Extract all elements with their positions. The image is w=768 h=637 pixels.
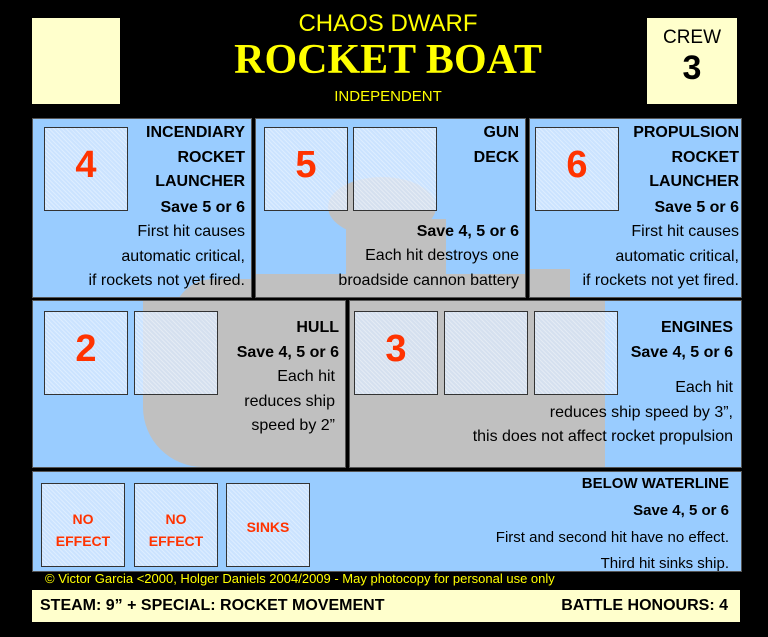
footer-bar: STEAM: 9” + SPECIAL: ROCKET MOVEMENT BAT…: [32, 590, 740, 622]
save-value: Save 5 or 6: [160, 199, 246, 216]
subtitle: CHAOS DWARF: [298, 10, 478, 37]
save-value: Save 5 or 6: [654, 199, 740, 216]
save-value: Save 4, 5 or 6: [630, 344, 733, 361]
box-number: 3: [385, 328, 407, 370]
box-number: 4: [75, 144, 97, 186]
damage-box[interactable]: [134, 311, 218, 395]
box-number: 5: [295, 144, 317, 186]
ship-emblem-box: [32, 18, 120, 104]
location-name: BELOW WATERLINE: [581, 475, 729, 492]
ship-silhouette: [173, 279, 251, 297]
damage-box[interactable]: 6: [535, 127, 619, 211]
ship-silhouette: [530, 269, 570, 297]
damage-box[interactable]: [534, 311, 618, 395]
crew-value: 3: [682, 49, 702, 87]
crew-label: CREW: [662, 27, 722, 48]
effect-text: First and second hit have no effect.Thir…: [495, 529, 729, 572]
damage-box[interactable]: [444, 311, 528, 395]
damage-box[interactable]: 3: [354, 311, 438, 395]
save-value: Save 4, 5 or 6: [416, 223, 519, 240]
location-name: ENGINES: [660, 319, 733, 336]
damage-box[interactable]: 5: [264, 127, 348, 211]
movement: STEAM: 9” + SPECIAL: ROCKET MOVEMENT: [40, 597, 385, 614]
damage-box[interactable]: 4: [44, 127, 128, 211]
box-number: 2: [75, 328, 97, 370]
save-value: Save 4, 5 or 6: [633, 502, 729, 519]
faction: INDEPENDENT: [334, 88, 442, 105]
save-value: Save 4, 5 or 6: [236, 344, 339, 361]
copyright: © Victor Garcia <2000, Holger Daniels 20…: [45, 571, 555, 586]
crew-box: CREW 3: [647, 18, 737, 104]
damage-box[interactable]: [353, 127, 437, 211]
page-title: ROCKET BOAT: [234, 37, 542, 83]
battle-honours: BATTLE HONOURS: 4: [561, 597, 728, 614]
location-name: HULL: [296, 319, 339, 336]
damage-box[interactable]: 2: [44, 311, 128, 395]
damage-box[interactable]: SINKS: [226, 483, 310, 567]
box-number: 6: [566, 144, 588, 186]
ship-silhouette: [256, 274, 525, 297]
box-effect: SINKS: [246, 519, 290, 535]
